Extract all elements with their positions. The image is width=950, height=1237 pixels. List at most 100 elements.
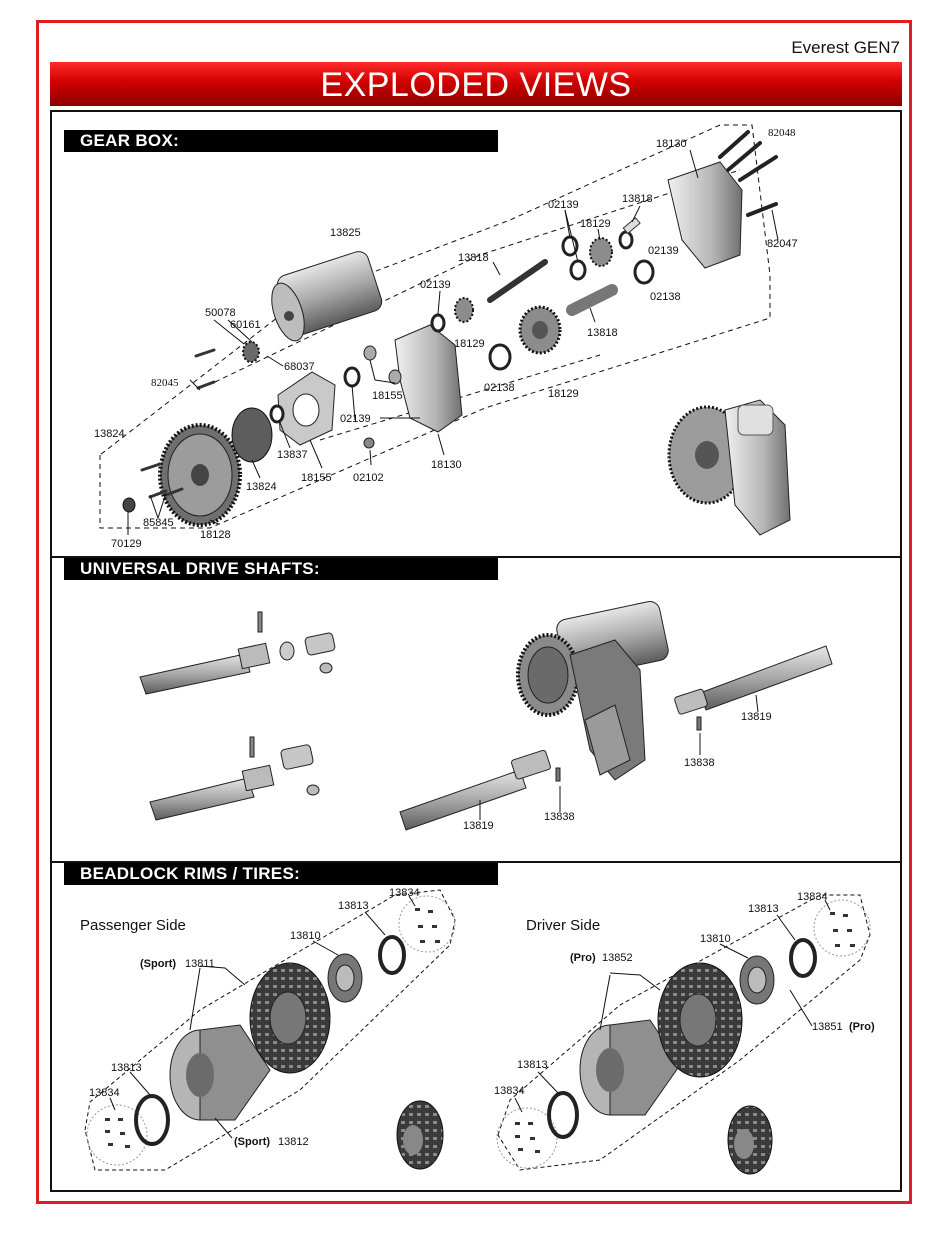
part-number: 13838 bbox=[684, 757, 715, 769]
part-number: 18130 bbox=[656, 138, 687, 150]
bearing-part bbox=[269, 404, 285, 424]
motor-part bbox=[271, 251, 383, 342]
part-number: 13818 bbox=[622, 193, 653, 205]
part-number: 18130 bbox=[431, 459, 462, 471]
part-number: 02139 bbox=[648, 245, 679, 257]
pin-part bbox=[696, 716, 702, 731]
gearbox-diagram: 82048 18130 02139 13818 18129 02139 8204… bbox=[94, 124, 798, 550]
part-number: 13851 bbox=[812, 1021, 843, 1033]
section-title-gearbox: GEAR BOX: bbox=[64, 130, 498, 152]
part-number: 13811 bbox=[185, 958, 215, 970]
driveshaft-diagram: 13819 13838 13819 13838 bbox=[139, 600, 833, 832]
bearing-part bbox=[569, 259, 587, 281]
driveshaft-part bbox=[149, 736, 320, 821]
part-number: 18155 bbox=[372, 390, 403, 402]
screw-set bbox=[140, 348, 216, 499]
nut-part bbox=[363, 437, 375, 449]
part-number: 18155 bbox=[301, 472, 332, 484]
part-number: 82048 bbox=[768, 127, 796, 139]
nut-part bbox=[122, 497, 136, 513]
pinion-part bbox=[242, 341, 260, 363]
bearing-part bbox=[343, 366, 361, 388]
part-number: 13838 bbox=[544, 811, 575, 823]
beadlock-ring-part bbox=[789, 938, 817, 978]
part-number: 13837 bbox=[277, 449, 308, 461]
part-number: 85845 bbox=[143, 517, 174, 529]
part-number: 18128 bbox=[200, 529, 231, 541]
part-number: 18129 bbox=[454, 338, 485, 350]
part-number: 02138 bbox=[484, 382, 515, 394]
tire-grade-label: (Sport) bbox=[140, 958, 176, 970]
driveshaft-part bbox=[139, 611, 336, 695]
foam-grade-label: (Pro) bbox=[849, 1021, 875, 1033]
driveshaft-part bbox=[699, 645, 833, 711]
gearbox-case-part bbox=[394, 324, 463, 433]
page-border bbox=[36, 20, 912, 1204]
part-number: 13818 bbox=[587, 327, 618, 339]
screw-set bbox=[105, 908, 440, 1148]
part-number: 13819 bbox=[741, 711, 772, 723]
bearing-part bbox=[488, 343, 512, 371]
part-number: 13825 bbox=[330, 227, 361, 239]
driver-side-label: Driver Side bbox=[526, 917, 600, 934]
slipper-plate-part bbox=[231, 407, 273, 463]
part-number: 13813 bbox=[111, 1062, 142, 1074]
beadlock-ring-part bbox=[378, 935, 406, 975]
part-number: 02139 bbox=[340, 413, 371, 425]
part-number: 13810 bbox=[290, 930, 321, 942]
foam-grade-label: (Sport) bbox=[234, 1136, 270, 1148]
part-number: 13834 bbox=[89, 1087, 120, 1099]
part-number: 13813 bbox=[517, 1059, 548, 1071]
part-number: 13813 bbox=[748, 903, 779, 915]
assembly-outline bbox=[497, 894, 871, 1171]
part-number: 18129 bbox=[548, 388, 579, 400]
part-number: 13810 bbox=[700, 933, 731, 945]
pin-part bbox=[622, 217, 641, 235]
part-number: 13818 bbox=[458, 252, 489, 264]
part-number: 13834 bbox=[797, 891, 828, 903]
bushing-part bbox=[388, 369, 402, 385]
gear-part bbox=[454, 297, 474, 323]
part-number: 13812 bbox=[278, 1136, 309, 1148]
bearing-part bbox=[430, 313, 446, 333]
part-number: 02138 bbox=[650, 291, 681, 303]
screw-set bbox=[718, 130, 778, 217]
beadlock-ring-part bbox=[134, 1094, 170, 1146]
bushing-part bbox=[363, 345, 377, 361]
part-number: 02139 bbox=[420, 279, 451, 291]
assembled-gearbox-render bbox=[667, 399, 791, 536]
bearing-part bbox=[561, 235, 579, 257]
u-joint-part bbox=[674, 688, 708, 715]
part-number: 13813 bbox=[338, 900, 369, 912]
beadlock-ring-part bbox=[547, 1091, 579, 1139]
part-number: 82047 bbox=[767, 238, 798, 250]
part-number: 13834 bbox=[389, 887, 420, 899]
u-joint-part bbox=[511, 749, 551, 780]
part-number: 13834 bbox=[494, 1085, 525, 1097]
part-number: 13819 bbox=[463, 820, 494, 832]
part-number: 50078 bbox=[205, 307, 236, 319]
assembly-outline bbox=[84, 889, 456, 1171]
gear-part bbox=[589, 237, 613, 267]
part-number: 13824 bbox=[94, 428, 125, 440]
pin-part bbox=[555, 767, 561, 782]
driveshaft-part bbox=[399, 769, 527, 831]
transmission-render bbox=[516, 600, 669, 781]
bearing-part bbox=[618, 230, 634, 250]
section-title-driveshafts: UNIVERSAL DRIVE SHAFTS: bbox=[64, 558, 498, 580]
spur-gear-part bbox=[158, 423, 242, 527]
gearbox-case-part bbox=[667, 161, 743, 269]
part-number: 02102 bbox=[353, 472, 384, 484]
section-divider bbox=[52, 861, 900, 863]
part-number: 60161 bbox=[230, 319, 261, 331]
wheels-diagram: Passenger Side bbox=[80, 887, 875, 1175]
page-title: EXPLODED VIEWS bbox=[50, 62, 902, 106]
part-number: 82045 bbox=[151, 377, 179, 389]
part-number: 70129 bbox=[111, 538, 142, 550]
part-number: 13852 bbox=[602, 952, 633, 964]
part-number: 02139 bbox=[548, 199, 579, 211]
passenger-side-label: Passenger Side bbox=[80, 917, 186, 934]
model-name: Everest GEN7 bbox=[791, 38, 900, 57]
